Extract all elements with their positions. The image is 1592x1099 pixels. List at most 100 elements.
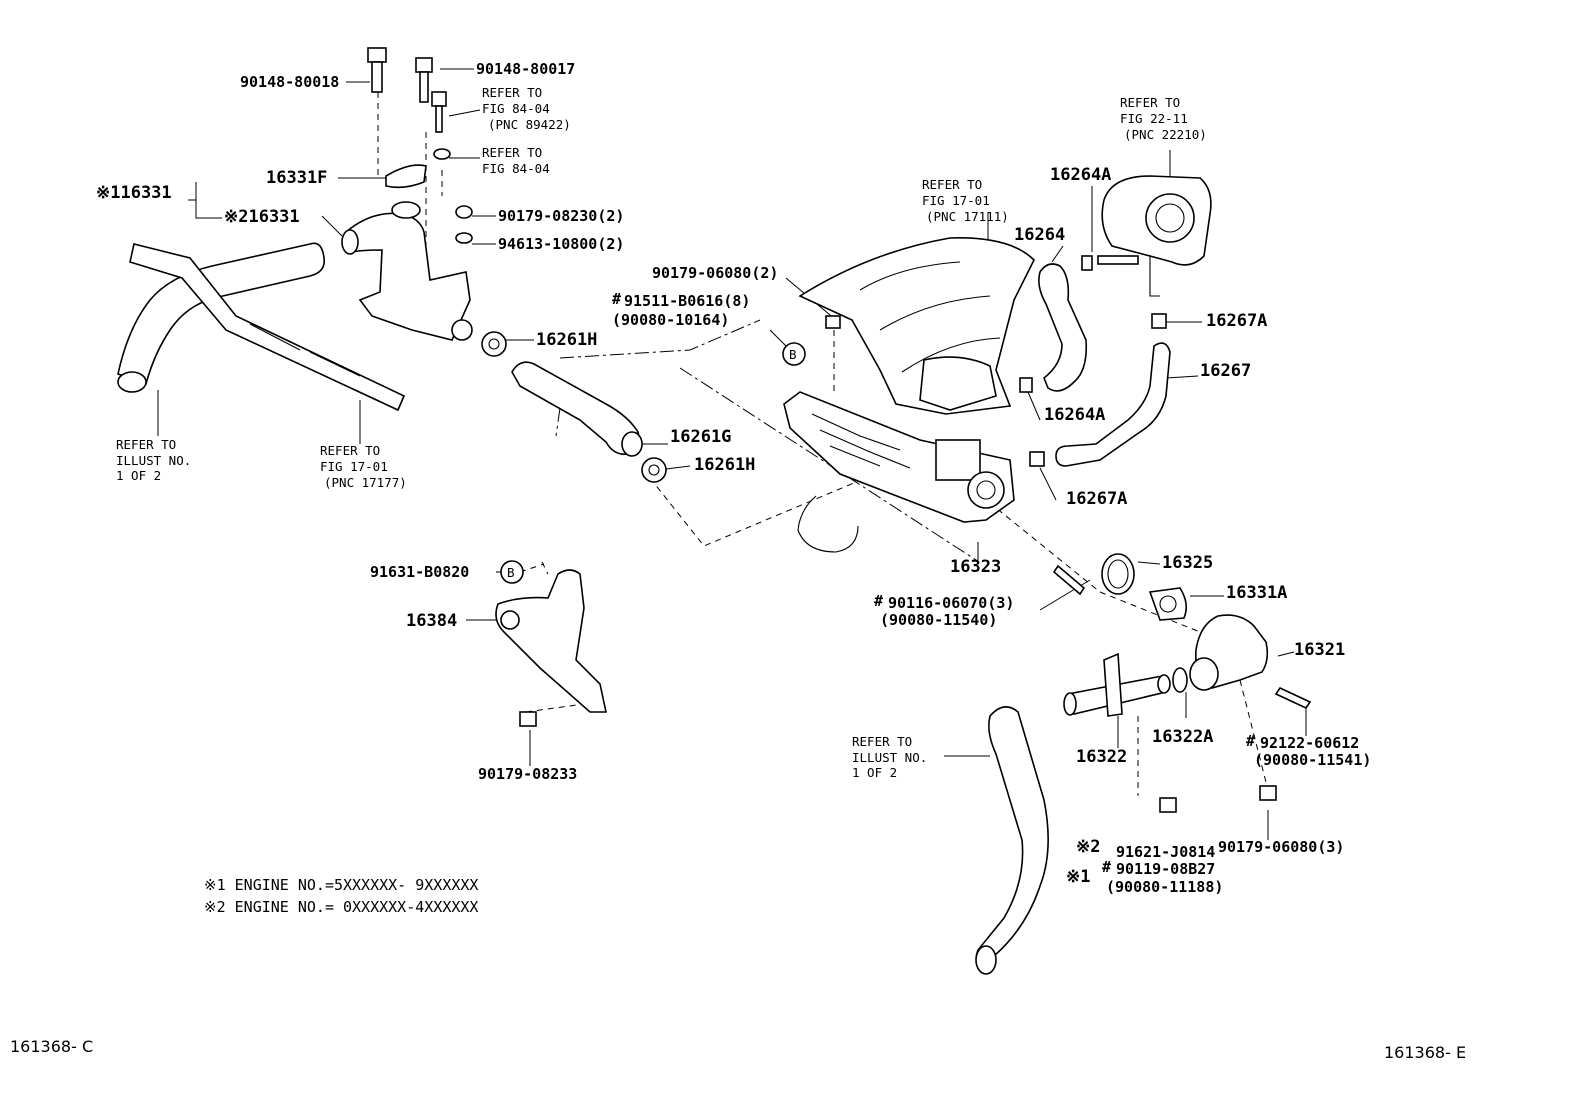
callout-16321: 16321 [1294, 640, 1345, 660]
callout-16323: 16323 [950, 557, 1001, 577]
clamp-16261H-upper [481, 331, 507, 357]
callout-16331F: 16331F [266, 168, 327, 188]
callout-91511-B0616: 91511-B0616(8) [624, 292, 750, 310]
ref-line: FIG 22-11 [1120, 111, 1188, 126]
hash-mark-3: # [1246, 732, 1255, 750]
illustration-code-left: 161368- C [10, 1037, 93, 1056]
circled-b-marker-1 [782, 342, 806, 366]
ref-line: 1 OF 2 [852, 765, 897, 780]
gasket-16325 [1101, 553, 1135, 595]
callout-16331-note2: ※216331 [224, 207, 300, 227]
reference-fig17-01-17111: REFER TO FIG 17-01 (PNC 17111) [922, 177, 1009, 224]
housing-16321 [1189, 614, 1269, 691]
circled-b-text-2: B [507, 565, 515, 580]
callout-90179-06080-3: 90179-06080(3) [1218, 838, 1344, 856]
nut-90179-08233 [519, 711, 537, 727]
stud-90116-06070 [1052, 564, 1086, 596]
callout-90148-80018: 90148-80018 [240, 73, 339, 91]
callout-90116-06070: 90116-06070(3) [888, 594, 1014, 612]
callout-16267: 16267 [1200, 361, 1251, 381]
ref-line: FIG 17-01 [922, 193, 990, 208]
circle-outline [797, 495, 859, 553]
washer-fig84-04 [433, 148, 451, 160]
hose-left-long [117, 242, 326, 393]
ref-line: ILLUST NO. [852, 750, 927, 765]
ref-line: (PNC 89422) [488, 117, 571, 132]
callout-16322A: 16322A [1152, 727, 1213, 747]
reference-illust-bottom: REFER TO ILLUST NO. 1 OF 2 [852, 734, 927, 780]
nut-90179-08230 [455, 205, 473, 219]
ref-line: FIG 84-04 [482, 161, 550, 176]
callout-16264A-top: 16264A [1050, 165, 1111, 185]
bolt-91621-J0814 [1159, 797, 1177, 813]
bolt-90148-80017 [415, 57, 433, 103]
mark-note-2: ※2 [1076, 837, 1100, 857]
hose-lower [975, 706, 1049, 975]
callout-16267A-bottom: 16267A [1066, 489, 1127, 509]
callout-16384: 16384 [406, 611, 457, 631]
mark-note-1: ※1 [1066, 867, 1090, 887]
callout-16264: 16264 [1014, 225, 1065, 245]
callout-90179-06080-2: 90179-06080(2) [652, 264, 778, 282]
callout-16322: 16322 [1076, 747, 1127, 767]
clamp-16267A-top [1151, 313, 1167, 329]
callout-16267A-top: 16267A [1206, 311, 1267, 331]
callout-90179-08233: 90179-08233 [478, 765, 577, 783]
callout-91631-B0820: 91631-B0820 [370, 563, 469, 581]
intake-manifold-fig17-01 [798, 237, 1035, 415]
callout-90080-11540: (90080-11540) [880, 611, 997, 629]
ref-line: REFER TO [922, 177, 982, 192]
reference-fig17-01-17177: REFER TO FIG 17-01 (PNC 17177) [320, 443, 407, 490]
callout-16331A: 16331A [1226, 583, 1287, 603]
washer-94613-10800 [455, 232, 473, 244]
water-passage-16323 [783, 391, 1015, 523]
stud-92122-60612 [1274, 686, 1312, 710]
hash-mark-4: # [1102, 858, 1111, 876]
hose-16267 [1055, 342, 1171, 467]
callout-91621-J0814: 91621-J0814 [1116, 843, 1215, 861]
ref-line: ILLUST NO. [116, 453, 191, 468]
callout-90080-11188: (90080-11188) [1106, 878, 1223, 896]
clamp-16264A-top [1081, 255, 1093, 271]
water-outlet-16331 [341, 201, 473, 341]
clamp-16261H-lower [641, 457, 667, 483]
clamp-16264A-bottom [1019, 377, 1033, 393]
hash-mark-1: # [612, 290, 621, 308]
callout-90179-08230: 90179-08230(2) [498, 207, 624, 225]
ref-line: REFER TO [116, 437, 176, 452]
bracket-16384 [495, 569, 607, 713]
thermostat-16331A [1148, 587, 1188, 621]
hose-16264 [1038, 263, 1088, 392]
callout-16325: 16325 [1162, 553, 1213, 573]
ref-line: REFER TO [320, 443, 380, 458]
clamp-16267A-bottom [1029, 451, 1045, 467]
callout-16261H-lower: 16261H [694, 455, 755, 475]
ref-line: 1 OF 2 [116, 468, 161, 483]
illustration-code-right: 161368- E [1384, 1043, 1466, 1062]
ref-line: REFER TO [1120, 95, 1180, 110]
callout-16264A-bottom: 16264A [1044, 405, 1105, 425]
gasket-fig17-01 [129, 243, 406, 412]
ref-line: REFER TO [482, 85, 542, 100]
callout-92122-60612: 92122-60612 [1260, 734, 1359, 752]
reference-fig84-04-pnc: REFER TO FIG 84-04 (PNC 89422) [482, 85, 571, 132]
callout-90148-80017: 90148-80017 [476, 60, 575, 78]
throttle-body-fig22-11 [1097, 175, 1212, 297]
oring-16322A [1172, 667, 1188, 693]
nut-90179-06080-3 [1259, 785, 1277, 801]
callout-94613-10800: 94613-10800(2) [498, 235, 624, 253]
callout-90080-11541: (90080-11541) [1254, 751, 1371, 769]
ref-line: FIG 84-04 [482, 101, 550, 116]
pipe-16322 [1063, 652, 1171, 717]
hash-mark-2: # [874, 592, 883, 610]
cover-16331F [385, 164, 427, 189]
callout-16331-note1: ※116331 [96, 183, 172, 203]
sensor-fig84-04 [431, 91, 447, 133]
callout-16261G: 16261G [670, 427, 731, 447]
engine-note-1: ※1 ENGINE NO.=5XXXXXX- 9XXXXXX [204, 876, 478, 894]
dashed-assembly-lines [377, 92, 1269, 796]
nut-90179-06080 [825, 315, 841, 329]
callouts: 90148-80018 90148-80017 16331F ※116331 ※… [96, 60, 1371, 896]
